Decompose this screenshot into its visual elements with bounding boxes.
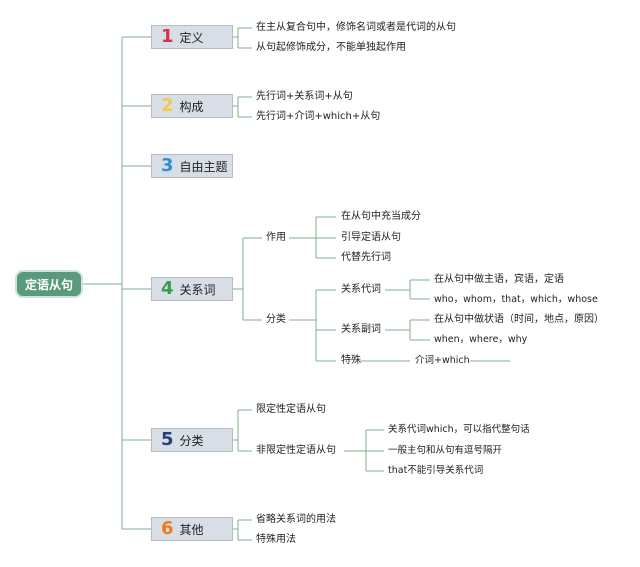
topic-label: 定义 — [179, 30, 204, 45]
t4-pronoun-item-2[interactable]: who，whom，that，which，whose — [434, 294, 598, 305]
t5-child-1[interactable]: 限定性定语从句 — [256, 404, 326, 415]
t2-child-1[interactable]: 先行词+关系词+从句 — [256, 91, 353, 102]
t5-sub-item-3[interactable]: that不能引导关系代词 — [388, 465, 484, 476]
t5-sub-label[interactable]: 非限定性定语从句 — [256, 445, 336, 456]
t4-group-function[interactable]: 作用 — [266, 232, 286, 243]
number-badge-3: 3 — [161, 155, 174, 176]
t4-adverb-connectors — [385, 319, 430, 341]
t4-adverb-item-1[interactable]: 在从句中做状语（时间，地点，原因） — [434, 314, 604, 325]
t4-adverb-item-2[interactable]: when，where，why — [434, 334, 528, 345]
topic-types[interactable]: 5 分类 — [151, 428, 233, 452]
t4-pronoun-connectors — [385, 279, 430, 300]
topic-definition[interactable]: 1 定义 — [151, 25, 233, 49]
topic-other[interactable]: 6 其他 — [151, 517, 233, 541]
t1-connectors — [233, 27, 252, 49]
topic-label: 自由主题 — [179, 159, 228, 174]
topic-free[interactable]: 3 自由主题 — [151, 154, 233, 178]
t5-sub-connectors — [344, 429, 384, 472]
topic-label: 分类 — [179, 433, 204, 448]
topic-connectors — [122, 36, 151, 530]
number-badge-4: 4 — [161, 278, 174, 299]
t4-function-3[interactable]: 代替先行词 — [341, 252, 391, 263]
t2-child-2[interactable]: 先行词+介词+which+从句 — [256, 111, 381, 122]
t4-class-special[interactable]: 特殊 — [341, 355, 361, 366]
t4-function-2[interactable]: 引导定语从句 — [341, 232, 401, 243]
t4-connectors — [233, 237, 262, 321]
t4-function-1[interactable]: 在从句中充当成分 — [341, 211, 421, 222]
t1-child-2[interactable]: 从句起修饰成分，不能单独起作用 — [256, 42, 406, 53]
root-node[interactable]: 定语从句 — [17, 272, 81, 296]
t6-connectors — [233, 519, 252, 541]
t2-connectors — [233, 96, 252, 118]
topic-label: 关系词 — [179, 282, 216, 297]
topic-label: 构成 — [179, 99, 204, 114]
number-badge-6: 6 — [161, 518, 174, 539]
number-badge-2: 2 — [161, 95, 174, 116]
topic-composition[interactable]: 2 构成 — [151, 94, 233, 118]
t4-pronoun-item-1[interactable]: 在从句中做主语，宾语，定语 — [434, 274, 564, 285]
t5-connectors — [233, 409, 252, 452]
t4-function-connectors — [289, 216, 336, 259]
t5-sub-item-2[interactable]: 一般主句和从句有逗号隔开 — [388, 445, 503, 456]
t6-child-1[interactable]: 省略关系词的用法 — [256, 514, 336, 525]
topic-relatives[interactable]: 4 关系词 — [151, 277, 233, 301]
t5-sub-item-1[interactable]: 关系代词which，可以指代整句话 — [388, 424, 530, 435]
number-badge-1: 1 — [161, 26, 174, 47]
t1-child-1[interactable]: 在主从复合句中，修饰名词或者是代词的从句 — [256, 22, 456, 33]
t4-special-item-1[interactable]: 介词+which — [415, 355, 470, 366]
t4-group-classification[interactable]: 分类 — [266, 314, 286, 325]
t6-child-2[interactable]: 特殊用法 — [256, 534, 296, 545]
topic-label: 其他 — [179, 522, 204, 537]
number-badge-5: 5 — [161, 429, 174, 450]
t4-class-adverb[interactable]: 关系副词 — [341, 324, 381, 335]
t4-class-pronoun[interactable]: 关系代词 — [341, 284, 381, 295]
t4-class-connectors — [289, 289, 336, 362]
